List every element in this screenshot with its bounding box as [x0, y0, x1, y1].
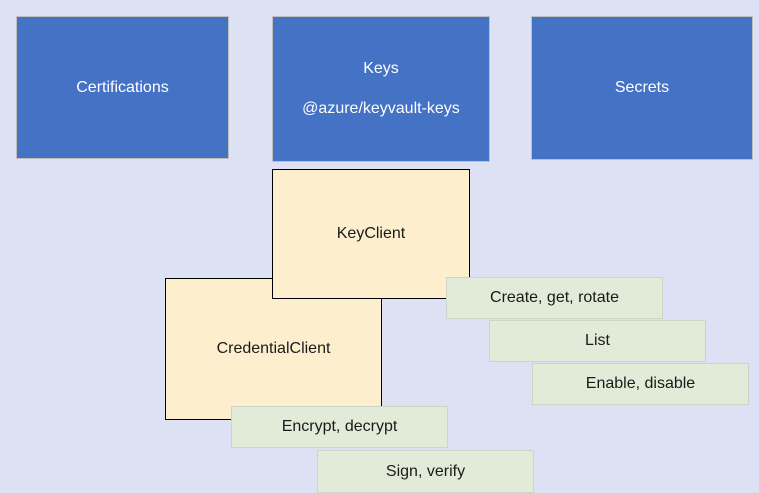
service-box-certifications-label: Certifications — [76, 78, 169, 96]
operation-box-enable-disable-label: Enable, disable — [585, 375, 696, 393]
service-box-secrets-label: Secrets — [614, 79, 670, 97]
service-box-keys[interactable]: Keys @azure/keyvault-keys — [272, 16, 490, 162]
operation-box-sign-verify[interactable]: Sign, verify — [317, 450, 534, 493]
service-box-keys-package: @azure/keyvault-keys — [302, 100, 460, 117]
operation-box-list[interactable]: List — [489, 320, 706, 362]
client-box-credential-client[interactable]: CredentialClient — [165, 278, 382, 420]
operation-box-list-label: List — [585, 332, 610, 350]
service-box-secrets[interactable]: Secrets — [531, 16, 753, 160]
operation-box-encrypt-decrypt-label: Encrypt, decrypt — [281, 418, 398, 436]
client-box-credential-client-label: CredentialClient — [216, 340, 331, 358]
operation-box-encrypt-decrypt[interactable]: Encrypt, decrypt — [231, 406, 448, 448]
operation-box-enable-disable[interactable]: Enable, disable — [532, 363, 749, 405]
client-box-key-client[interactable]: KeyClient — [272, 169, 470, 299]
operation-box-create-get-rotate-label: Create, get, rotate — [490, 289, 619, 307]
operation-box-create-get-rotate[interactable]: Create, get, rotate — [446, 277, 663, 319]
service-box-keys-label: Keys — [363, 60, 399, 78]
client-box-key-client-label: KeyClient — [336, 225, 406, 243]
service-box-certifications[interactable]: Certifications — [16, 16, 229, 159]
operation-box-sign-verify-label: Sign, verify — [385, 462, 466, 480]
